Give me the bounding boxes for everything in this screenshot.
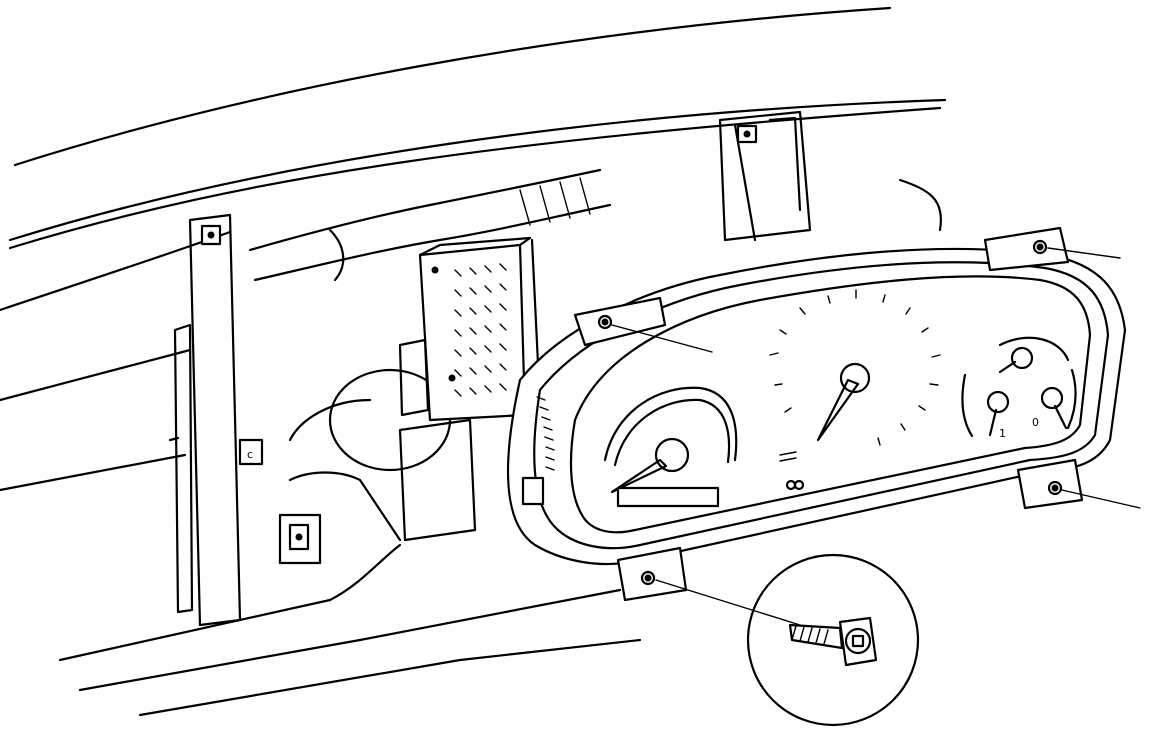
left-gauge xyxy=(603,386,738,508)
cluster-bezel-ridges xyxy=(536,396,555,471)
left-dash-bracket: c xyxy=(168,213,322,627)
screw-detail-callout xyxy=(746,553,920,727)
speedometer-tick-marks xyxy=(769,289,941,446)
connector-pins xyxy=(454,263,507,397)
wiring-harness xyxy=(248,168,612,282)
center-support-bracket xyxy=(718,110,943,242)
right-gauges: 1 0 xyxy=(961,336,1077,440)
fastener-leader-lines xyxy=(611,247,1141,626)
svg-text:c: c xyxy=(247,448,253,461)
cluster-mounting-tabs xyxy=(573,226,1084,602)
gauge-mark-left: 1 xyxy=(999,427,1006,440)
speedometer xyxy=(769,289,941,491)
instrument-cluster: 1 0 xyxy=(506,226,1127,602)
dashboard-outline xyxy=(0,6,947,717)
gauge-mark-right: 0 xyxy=(1032,416,1039,429)
screw-icon xyxy=(788,616,878,667)
